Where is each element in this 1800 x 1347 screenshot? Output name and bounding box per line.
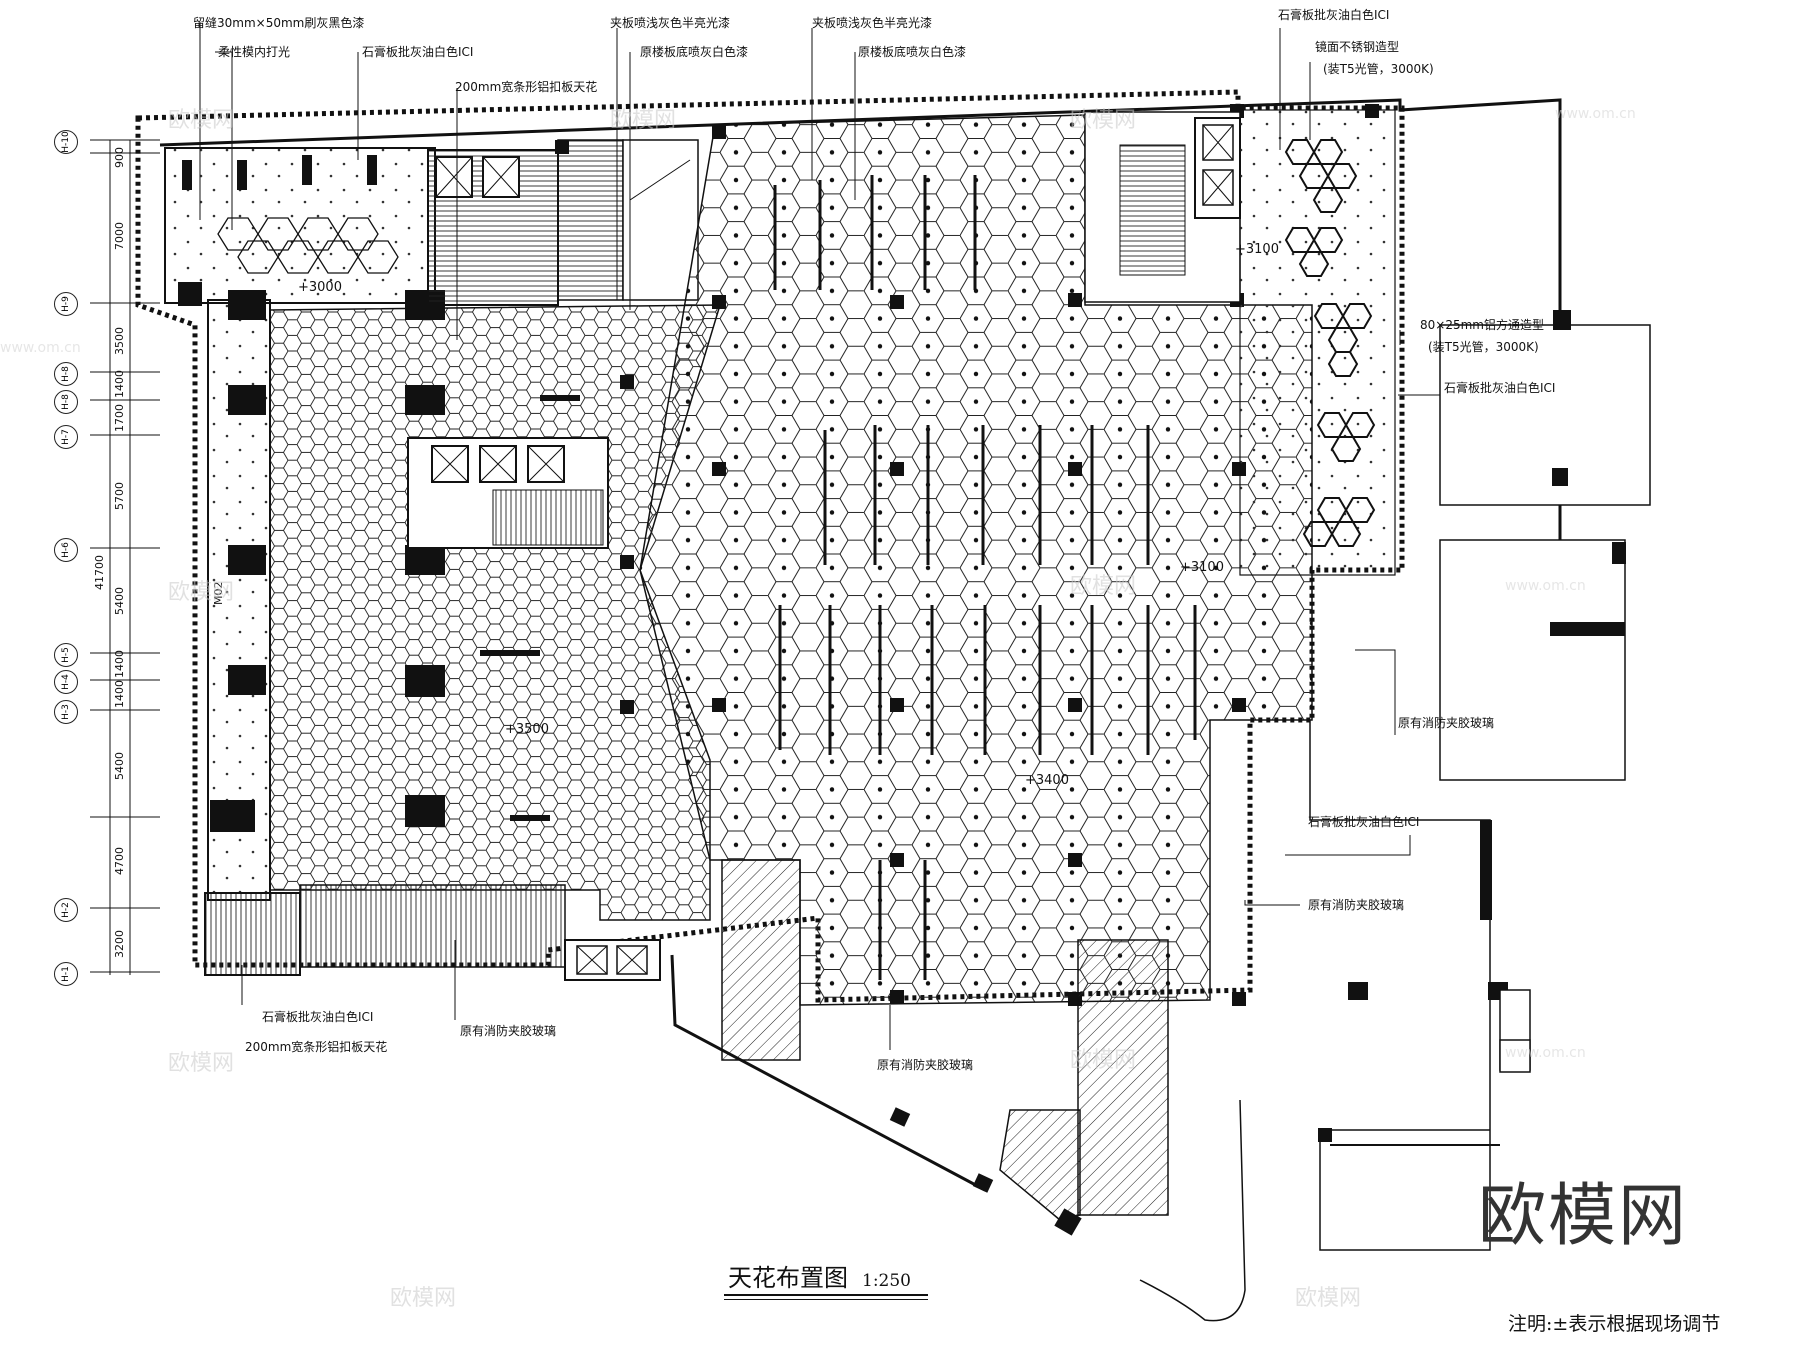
drawing-note: 注明:±表示根据现场调节 [1508, 1313, 1721, 1335]
axis-bubble-h7: H-7 [54, 425, 78, 449]
watermark: 欧模网 [1070, 108, 1137, 133]
note-aluminum-tube: 80×25mm铝方通造型 [1420, 318, 1544, 332]
watermark: 欧模网 [168, 580, 235, 605]
watermark: 欧模网 [1295, 1286, 1362, 1311]
elevation-mark-4: +3500 [505, 722, 549, 737]
dim-1400-b: 1400 [113, 650, 126, 678]
axis-bubble-h2: H-2 [54, 898, 78, 922]
watermark: 欧模网 [168, 1051, 235, 1076]
dim-4700: 4700 [113, 847, 126, 875]
watermark: 欧模网 [610, 108, 677, 133]
note-plywood-2: 夹板喷浅灰色半亮光漆 [812, 16, 933, 30]
dim-1400-a: 1400 [113, 370, 126, 398]
note-t5-lamp-1: (装T5光管，3000K) [1323, 62, 1434, 76]
watermark-url: www.om.cn [1555, 106, 1636, 122]
note-gap-paint: 留缝30mm×50mm刷灰黑色漆 [193, 16, 365, 30]
dim-7000: 7000 [113, 222, 126, 250]
note-flexible-film: 柔性模内打光 [218, 45, 291, 59]
dim-5400-b: 5400 [113, 752, 126, 780]
note-fire-glass-2: 原有消防夹胶玻璃 [1308, 898, 1405, 912]
watermark-url: www.om.cn [0, 340, 81, 356]
axis-bubble-h4: H-4 [54, 670, 78, 694]
axis-bubble-h3: H-3 [54, 700, 78, 724]
dim-900: 900 [113, 147, 126, 168]
note-fire-glass-3: 原有消防夹胶玻璃 [460, 1024, 557, 1038]
axis-bubble-h8b: H-8 [54, 390, 78, 414]
drawing-title: 天花布置图 1:250 [728, 1258, 911, 1293]
dim-5700: 5700 [113, 482, 126, 510]
title-underline-thin [724, 1299, 928, 1300]
watermark: 欧模网 [1070, 574, 1137, 599]
axis-bubble-h9: H-9 [54, 292, 78, 316]
watermark-url: www.om.cn [1505, 578, 1586, 594]
note-gypsum-2: 石膏板批灰油白色ICI [1278, 8, 1390, 22]
dim-3200: 3200 [113, 930, 126, 958]
elevation-mark-2: +3100 [1235, 242, 1279, 257]
dim-total: 41700 [93, 555, 106, 590]
brand-logo: 欧模网 [1478, 1177, 1689, 1256]
note-slab-2: 原楼板底喷灰白色漆 [858, 45, 967, 59]
axis-bubble-h10: H-10 [54, 130, 78, 154]
note-gypsum-3: 石膏板批灰油白色ICI [1444, 381, 1556, 395]
axis-bubble-h1: H-1 [54, 962, 78, 986]
boundary-dotted [135, 89, 1405, 1003]
note-gypsum-4: 石膏板批灰油白色ICI [1308, 815, 1420, 829]
dim-1700: 1700 [113, 404, 126, 432]
title-underline [724, 1294, 928, 1296]
elevation-mark-1: +3000 [298, 280, 342, 295]
note-fire-glass-1: 原有消防夹胶玻璃 [1398, 716, 1495, 730]
note-aluminum-strip-2: 200mm宽条形铝扣板天花 [245, 1040, 388, 1054]
watermark: 欧模网 [1070, 1048, 1137, 1073]
watermark-url: www.om.cn [1505, 1045, 1586, 1061]
axis-bubble-h6: H-6 [54, 538, 78, 562]
note-mirror-steel: 镜面不锈钢造型 [1315, 40, 1400, 54]
watermark: 欧模网 [390, 1286, 457, 1311]
elevation-mark-5: +3400 [1025, 773, 1069, 788]
dim-3500: 3500 [113, 327, 126, 355]
note-aluminum-strip-1: 200mm宽条形铝扣板天花 [455, 80, 598, 94]
drawing-title-text: 天花布置图 [728, 1264, 848, 1292]
note-slab-1: 原楼板底喷灰白色漆 [640, 45, 749, 59]
dim-5400-a: 5400 [113, 587, 126, 615]
axis-bubble-h8a: H-8 [54, 362, 78, 386]
note-gypsum-5: 石膏板批灰油白色ICI [262, 1010, 374, 1024]
axis-bubble-h5: H-5 [54, 643, 78, 667]
watermark: 欧模网 [168, 108, 235, 133]
note-fire-glass-4: 原有消防夹胶玻璃 [877, 1058, 974, 1072]
dim-1400-c: 1400 [113, 680, 126, 708]
drawing-scale: 1:250 [862, 1271, 911, 1291]
note-t5-lamp-2: (装T5光管，3000K) [1428, 340, 1539, 354]
note-plywood-1: 夹板喷浅灰色半亮光漆 [610, 16, 731, 30]
elevation-mark-3: +3100 [1180, 560, 1224, 575]
note-gypsum-1: 石膏板批灰油白色ICI [362, 45, 474, 59]
